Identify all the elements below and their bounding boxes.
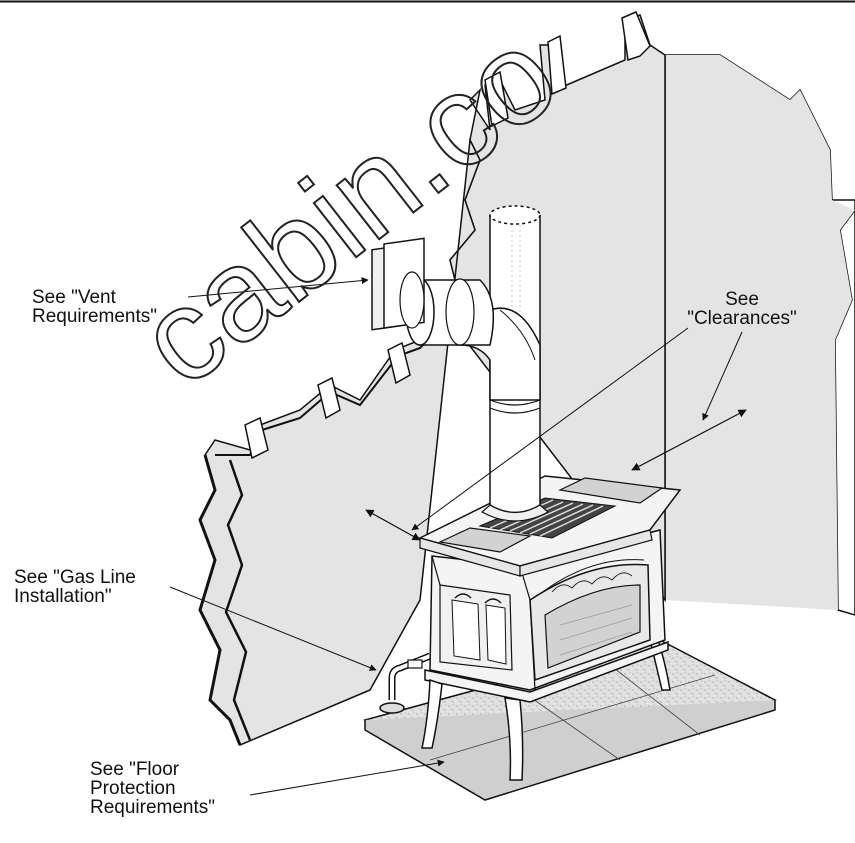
gas-line-callout: See "Gas Line Installation"	[14, 568, 136, 606]
clearance-arrow-side	[365, 509, 421, 541]
hearth-pad-edge	[364, 700, 776, 801]
clearance-leader-line-2	[702, 331, 743, 421]
back-wall-face	[665, 55, 855, 610]
clearances-callout-line-1: See	[725, 289, 759, 310]
floor-callout-line-1: See "Floor	[90, 759, 180, 780]
vent-callout-line-2: Requirements"	[32, 306, 158, 327]
floor-leader-line	[249, 759, 445, 796]
stud-4	[244, 416, 269, 460]
vent-leader-line	[187, 277, 369, 298]
floor-callout-line-3: Requirements"	[90, 797, 216, 818]
clearances-callout-line-2: "Clearances"	[687, 308, 797, 329]
gas-leader-line	[169, 586, 377, 671]
clearance-arrow-back	[631, 409, 747, 471]
floor-callout-line-2: Protection	[90, 778, 176, 799]
clearances-callout: See "Clearances"	[662, 290, 822, 328]
clearance-leader-line-1	[411, 327, 689, 531]
vent-callout-line-1: See "Vent	[32, 287, 116, 308]
gas-valve	[407, 659, 423, 669]
stud-5	[317, 376, 341, 420]
gas-pipe-floor-flange	[379, 702, 405, 714]
gas-pipe-inner	[390, 654, 431, 700]
vent-requirements-callout: See "Vent Requirements"	[32, 288, 157, 326]
stove	[417, 475, 682, 781]
stud-6	[387, 341, 411, 385]
gas-callout-line-2: Installation"	[14, 586, 112, 607]
gas-callout-line-1: See "Gas Line	[14, 567, 136, 588]
stud-3	[621, 11, 651, 61]
side-wall-edge-2	[224, 459, 252, 741]
stud-1	[484, 70, 509, 128]
floor-protection-callout: See "Floor Protection Requirements"	[90, 760, 215, 817]
stud-2	[547, 34, 567, 96]
vent-pipe	[371, 237, 541, 401]
side-wall-edge	[198, 454, 242, 746]
